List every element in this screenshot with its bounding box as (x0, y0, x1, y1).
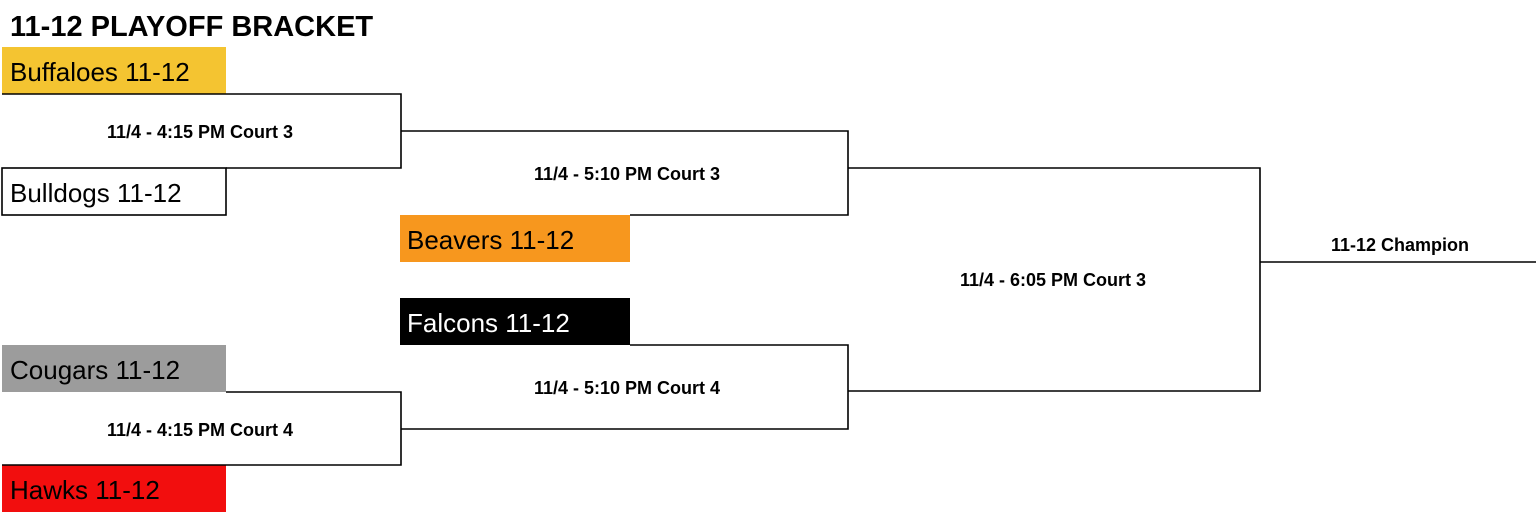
game-label-5: 11/4 - 4:15 PM Court 4 (107, 420, 293, 440)
team-slot-buffaloes: Buffaloes 11-12 (2, 47, 226, 94)
team-name: Falcons 11-12 (407, 308, 570, 338)
game-label-4: 11/4 - 5:10 PM Court 4 (534, 378, 720, 398)
team-name: Cougars 11-12 (10, 355, 180, 385)
connector-game-3 (848, 167, 1261, 392)
team-slot-bg (2, 465, 226, 512)
game-label-3: 11/4 - 6:05 PM Court 3 (960, 270, 1146, 290)
team-slot-hawks: Hawks 11-12 (2, 465, 226, 512)
connector-game-2 (401, 130, 849, 216)
team-slot-beavers: Beavers 11-12 (400, 215, 630, 262)
team-name: Bulldogs 11-12 (10, 178, 182, 208)
team-name: Hawks 11-12 (10, 475, 160, 505)
game-label-2: 11/4 - 5:10 PM Court 3 (534, 164, 720, 184)
team-slot-bg (2, 345, 226, 392)
team-slot-bg (1, 167, 227, 216)
team-name: Beavers 11-12 (407, 225, 574, 255)
team-slot-bg (400, 298, 630, 345)
team-slot-falcons: Falcons 11-12 (400, 298, 630, 345)
connector-game-4 (401, 344, 849, 430)
connector-game-5 (2, 391, 402, 466)
game-label-1: 11/4 - 4:15 PM Court 3 (107, 122, 293, 142)
bracket-title: 11-12 PLAYOFF BRACKET (10, 11, 373, 43)
team-slot-bulldogs: Bulldogs 11-12 (1, 167, 227, 216)
champion-label: 11-12 Champion (1331, 235, 1469, 255)
team-slot-bg (400, 215, 630, 262)
team-name: Buffaloes 11-12 (10, 57, 190, 87)
team-slot-bg (2, 47, 226, 94)
team-slot-cougars: Cougars 11-12 (2, 345, 226, 392)
